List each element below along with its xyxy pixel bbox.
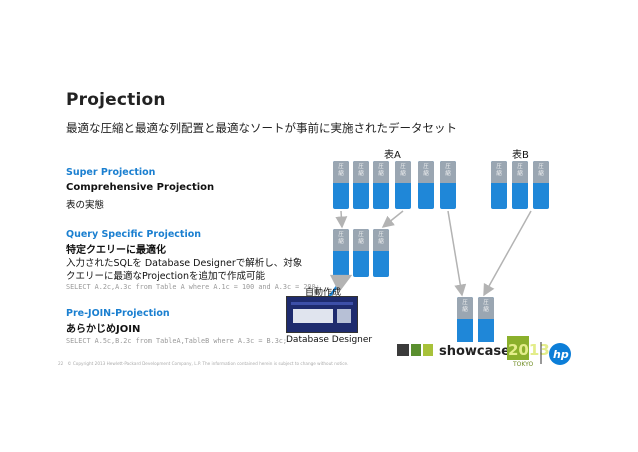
column-bar: 圧縮 [353, 229, 369, 277]
column-bar: 圧縮 [418, 161, 434, 209]
column-cap: 圧縮 [478, 297, 494, 319]
column-cap: 圧縮 [353, 229, 369, 251]
column-bar: 圧縮 [333, 229, 349, 277]
footer: 22 © Copyright 2013 Hewlett-Packard Deve… [58, 361, 348, 366]
column-bar: 圧縮 [478, 297, 494, 345]
super-projection-text: 表の実態 [66, 200, 105, 211]
svg-text:hp: hp [553, 348, 569, 361]
column-cap: 圧縮 [512, 161, 528, 183]
page-number: 22 [58, 361, 64, 366]
column-bar: 圧縮 [533, 161, 549, 209]
column-cap: 圧縮 [418, 161, 434, 183]
prejoin-sql: SELECT A.5c,B.2c from TableA,TableB wher… [66, 337, 287, 345]
column-bar: 圧縮 [353, 161, 369, 209]
query-projection-subtitle: 特定クエリーに最適化 [66, 245, 166, 256]
column-cap: 圧縮 [457, 297, 473, 319]
column-bar: 圧縮 [440, 161, 456, 209]
table-a-label: 表A [384, 150, 401, 161]
column-cap: 圧縮 [533, 161, 549, 183]
column-bar: 圧縮 [333, 161, 349, 209]
column-bar: 圧縮 [457, 297, 473, 345]
table-b-label: 表B [512, 150, 529, 161]
super-projection-heading: Super Projection [66, 167, 156, 178]
prejoin-subtitle: あらかじめJOIN [66, 324, 141, 335]
designer-screenshot [286, 296, 358, 333]
column-cap: 圧縮 [440, 161, 456, 183]
column-cap: 圧縮 [491, 161, 507, 183]
super-projection-subtitle: Comprehensive Projection [66, 182, 215, 193]
column-cap: 圧縮 [353, 161, 369, 183]
query-sql: SELECT A.2c,A.3c from Table A where A.1c… [66, 283, 320, 291]
column-cap: 圧縮 [395, 161, 411, 183]
svg-text:showcase: showcase [439, 344, 510, 359]
designer-label: Database Designer [286, 335, 373, 345]
column-bar: 圧縮 [512, 161, 528, 209]
column-cap: 圧縮 [333, 229, 349, 251]
copyright-text: © Copyright 2013 Hewlett-Packard Develop… [67, 361, 349, 366]
arrow [483, 210, 532, 297]
svg-text:TOKYO: TOKYO [512, 361, 533, 368]
event-logo: showcase 2013 TOKYO hp [395, 326, 575, 372]
column-cap: 圧縮 [333, 161, 349, 183]
db-tech-showcase-logo-icon: showcase 2013 TOKYO hp [397, 336, 571, 368]
column-bar: 圧縮 [491, 161, 507, 209]
slide-title: Projection [66, 90, 166, 110]
arrow [447, 210, 467, 297]
column-cap: 圧縮 [373, 161, 389, 183]
column-bar: 圧縮 [373, 229, 389, 277]
query-projection-heading: Query Specific Projection [66, 229, 202, 240]
prejoin-heading: Pre-JOIN-Projection [66, 308, 170, 319]
column-cap: 圧縮 [373, 229, 389, 251]
query-projection-line1: 入力されたSQLを Database Designerで解析し、対象 [66, 258, 303, 269]
svg-text:2013: 2013 [508, 341, 550, 359]
arrow [381, 210, 404, 228]
slide-subtitle: 最適な圧縮と最適な列配置と最適なソートが事前に実施されたデータセット [66, 121, 457, 135]
query-projection-line2: クエリーに最適なProjectionを追加で作成可能 [66, 271, 265, 282]
arrow [335, 210, 348, 229]
auto-create-label: 自動作成 [305, 288, 342, 298]
column-bar: 圧縮 [373, 161, 389, 209]
column-bar: 圧縮 [395, 161, 411, 209]
